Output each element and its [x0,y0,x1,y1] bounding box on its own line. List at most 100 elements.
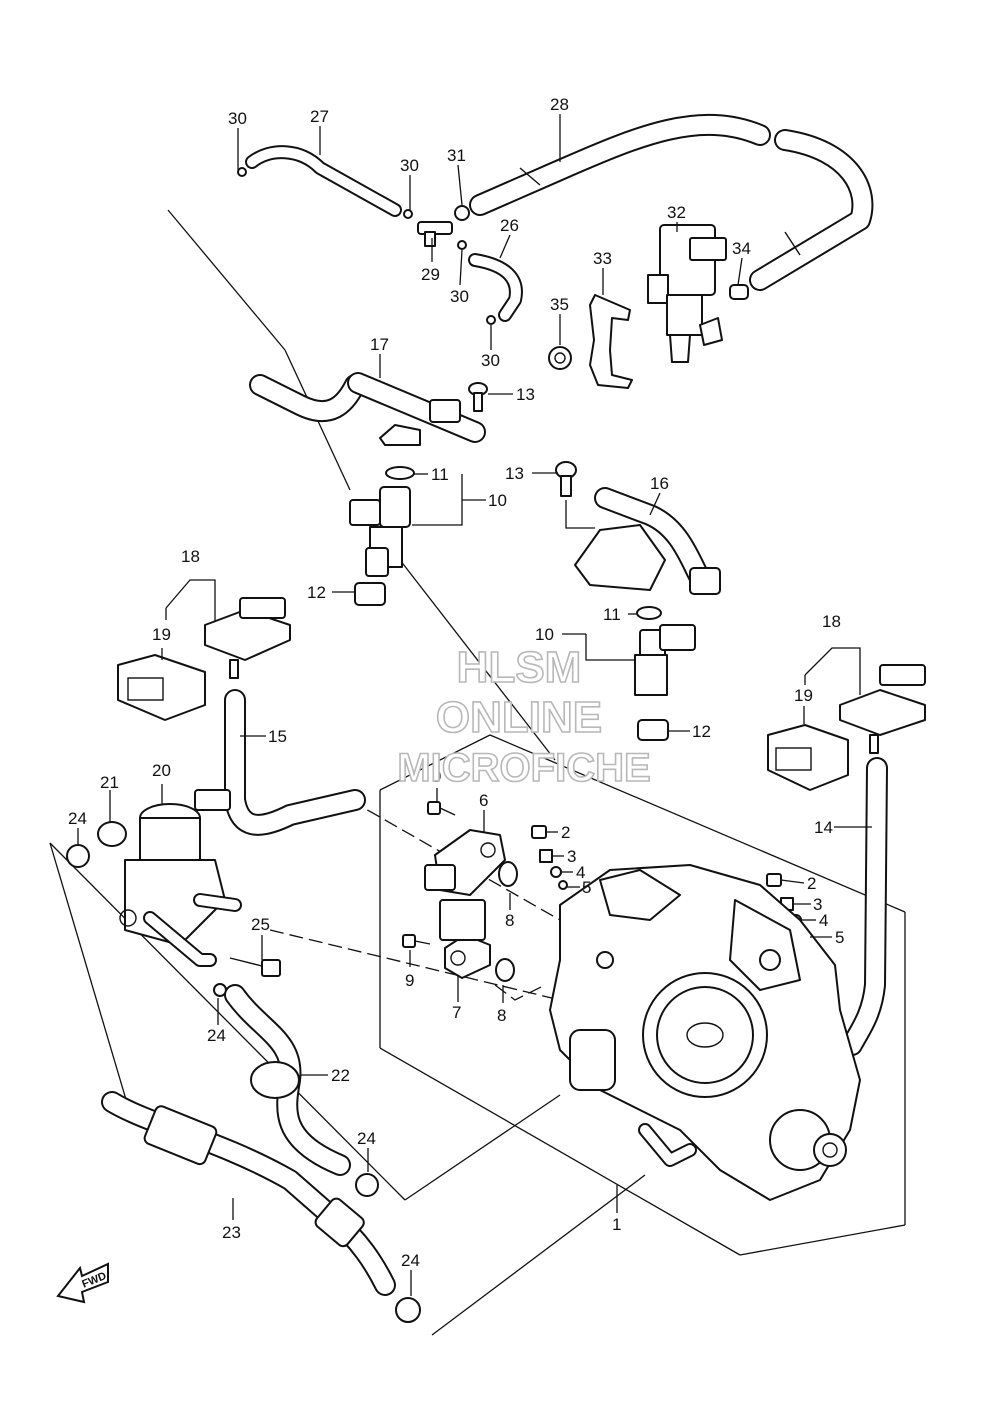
screw-2-left [531,825,547,839]
callout-28: 28 [550,95,569,114]
callout-25: 25 [251,915,270,934]
callout-13: 13 [516,385,535,404]
hose-23 [101,1091,396,1296]
watermark-line-1: HLSM [457,643,582,692]
clip-30-mid [403,209,413,219]
callout-20: 20 [152,761,171,780]
hose-28 [469,113,874,291]
callout-1: 1 [612,1215,621,1234]
vacuum-hose-14 [841,757,888,1056]
hose-26 [468,253,523,322]
clip-31 [454,205,470,221]
callout-27: 27 [310,107,329,126]
callout-7: 7 [452,1003,461,1022]
callout-9: 9 [405,971,414,990]
callout-2: 2 [807,874,816,893]
screw-9-lower [402,934,431,948]
screw-13-lower [555,461,577,497]
injector-10-lower [634,624,696,696]
callout-12: 12 [692,722,711,741]
callout-34: 34 [732,239,751,258]
throttle-body-1 [549,864,861,1201]
callout-24: 24 [357,1129,376,1148]
solenoid-valve-32 [647,224,727,363]
cover-19-left [117,654,206,721]
callout-8: 8 [505,911,514,930]
callout-11: 11 [431,465,449,484]
clamp-34 [729,284,749,300]
watermark-line-3: MICROFICHE [397,746,650,790]
callout-9: 9 [432,767,441,786]
callout-16: 16 [650,474,669,493]
callout-11: 11 [603,605,621,624]
nut-35 [548,346,572,370]
callout-13: 13 [505,464,524,483]
callout-18: 18 [181,547,200,566]
pressure-sensor-18-right [839,664,926,754]
delivery-pipe-17 [249,372,486,446]
callout-35: 35 [550,295,569,314]
hose-27 [245,145,402,217]
callout-14: 14 [814,818,833,837]
cap-24-left [66,844,90,868]
delivery-pipe-16 [574,487,721,595]
callout-33: 33 [593,249,612,268]
callout-32: 32 [667,203,686,222]
callout-5: 5 [835,928,844,947]
callout-29: 29 [421,265,440,284]
callout-10: 10 [535,625,554,644]
bolt-25 [229,957,281,977]
callout-21: 21 [100,773,119,792]
cap-24-center [355,1173,379,1197]
seal-12-lower [637,719,669,741]
callout-30: 30 [450,287,469,306]
o-ring-11-upper [385,466,415,480]
callout-26: 26 [500,216,519,235]
callout-30: 30 [481,351,500,370]
callout-24: 24 [401,1251,420,1270]
o-ring-8-upper [498,861,518,887]
sensor-7 [439,899,491,979]
callout-3: 3 [813,895,822,914]
callout-10: 10 [488,491,507,510]
callout-31: 31 [447,146,466,165]
o-ring-8-lower [495,958,515,982]
callout-12: 12 [307,583,326,602]
callout-24: 24 [207,1026,226,1045]
callout-6: 6 [479,791,488,810]
callout-8: 8 [497,1006,506,1025]
seal-12-upper [354,582,386,606]
throttle-sensor-6 [424,829,506,896]
callout-17: 17 [370,335,389,354]
idle-speed-valve-20 [119,789,242,967]
screw-13-upper [468,382,488,412]
callout-30: 30 [228,109,247,128]
cover-19-right [767,724,849,791]
clip-30-lower [457,240,496,325]
o-ring-21 [97,821,127,847]
hose-22 [224,984,351,1176]
spring-3-left [539,849,553,863]
callout-22: 22 [331,1066,350,1085]
callout-labels: 30 27 28 30 31 26 32 29 33 34 30 35 17 3… [68,95,844,1270]
callout-23: 23 [222,1223,241,1242]
joint-29 [417,221,453,247]
cap-24-bottom [395,1297,421,1323]
fwd-arrow-icon: FWD [56,1262,109,1304]
callout-24: 24 [68,809,87,828]
callout-4: 4 [819,911,828,930]
callout-5: 5 [582,878,591,897]
watermark: HLSM ONLINE MICROFICHE [397,642,652,791]
callout-4: 4 [576,863,585,882]
ring-5-left [558,880,568,890]
injector-10-upper [349,486,411,577]
callout-15: 15 [268,727,287,746]
screw-2-right [766,873,782,887]
callout-19: 19 [794,686,813,705]
clip-30-top [237,167,247,177]
callout-19: 19 [152,625,171,644]
callout-2: 2 [561,823,570,842]
callout-leaders [77,114,872,1296]
o-ring-11-lower [636,606,662,620]
